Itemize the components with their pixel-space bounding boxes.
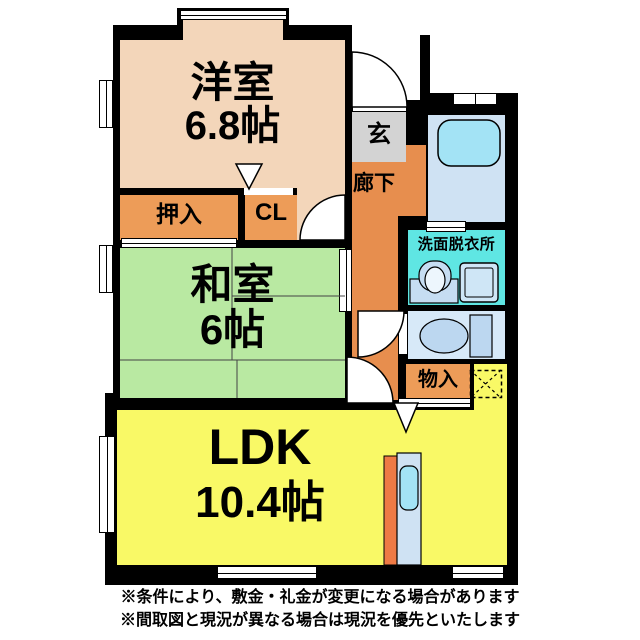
washbasin-icon — [409, 260, 459, 304]
western-room-door-arc — [299, 194, 346, 241]
window-ldk-bottom-2 — [452, 566, 504, 579]
washer-pan-icon — [459, 262, 499, 303]
room-corridor-joint — [398, 162, 406, 216]
ldk-door-arc — [346, 356, 394, 404]
room-storage — [406, 364, 470, 398]
refrigerator-space-marker — [469, 369, 503, 399]
window-western-left — [99, 80, 113, 128]
door-bathroom — [426, 221, 466, 232]
window-bathroom-top — [453, 93, 497, 105]
toilet-icon — [419, 314, 493, 358]
room-ldk — [117, 410, 507, 565]
tatami-lines — [120, 248, 345, 398]
bathtub-icon — [437, 119, 501, 167]
room-ldk-nook — [474, 364, 507, 410]
cl-opening — [244, 188, 293, 195]
room-entrance — [352, 108, 406, 162]
opening-marker-ldk — [392, 402, 420, 434]
kitchen-sink-icon — [383, 452, 422, 566]
opening-marker-cl — [234, 163, 264, 191]
room-corridor-branch — [406, 145, 426, 216]
wall-block-porch — [420, 35, 430, 115]
window-tatami-left — [99, 245, 113, 293]
window-bay-top — [180, 10, 287, 20]
window-ldk-bottom-1 — [217, 566, 317, 579]
toilet-door-arc — [357, 310, 405, 358]
sliding-door-oshiire — [121, 238, 237, 248]
room-western-bay — [183, 20, 283, 40]
window-ldk-balcony — [99, 436, 115, 533]
room-oshiire — [120, 195, 238, 240]
room-western — [120, 40, 345, 188]
room-cl — [245, 195, 297, 240]
entrance-door-arc — [351, 51, 408, 108]
